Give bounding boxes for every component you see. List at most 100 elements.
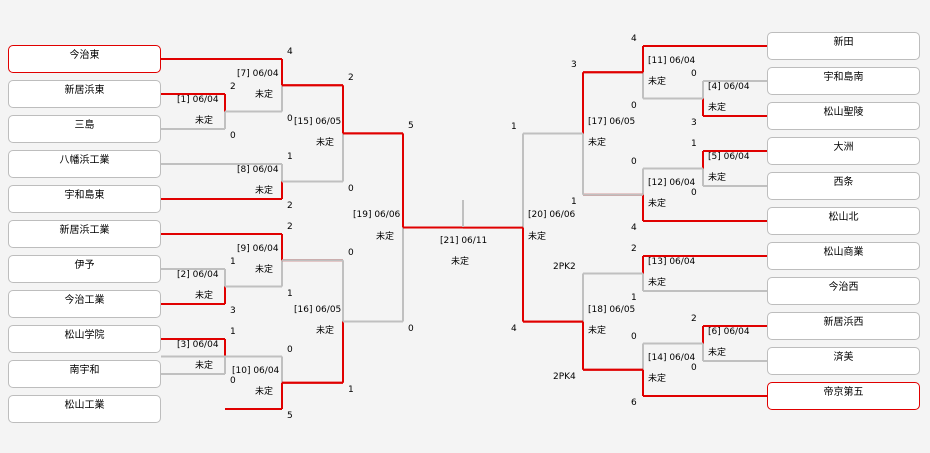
m5-score-bottom: 0: [691, 188, 697, 198]
m7-status: 未定: [255, 90, 274, 100]
m8-label: [8] 06/04: [237, 165, 279, 175]
m20-score-bottom: 4: [511, 323, 517, 334]
m3-status: 未定: [195, 361, 214, 371]
team-left-6[interactable]: 新居浜工業: [8, 220, 161, 248]
m17-label: [17] 06/05: [588, 117, 636, 127]
m17-score-bottom: 1: [571, 196, 577, 207]
m9-label: [9] 06/04: [237, 244, 279, 254]
m2-label: [2] 06/04: [177, 270, 219, 280]
team-right-4[interactable]: 大洲: [767, 137, 920, 165]
m17-score-top: 3: [571, 60, 577, 71]
m13-score-bottom: 1: [631, 293, 637, 303]
m7-score-bottom: 0: [287, 113, 293, 124]
team-right-11[interactable]: 帝京第五: [767, 382, 920, 410]
m1-label: [1] 06/04: [177, 95, 219, 105]
m16-status: 未定: [316, 326, 335, 336]
m2-score-top: 1: [230, 257, 236, 267]
m12-score-top: 0: [631, 156, 637, 167]
m9-score-top: 2: [287, 222, 293, 232]
m3-score-bottom: 0: [230, 376, 236, 386]
m7-label: [7] 06/04: [237, 69, 279, 79]
m13-status: 未定: [648, 278, 667, 288]
m8-score-bottom: 2: [287, 201, 293, 211]
m21-label: [21] 06/11: [440, 236, 488, 246]
m6-score-bottom: 0: [691, 363, 697, 373]
m11-score-bottom: 0: [631, 100, 637, 111]
team-right-9[interactable]: 新居浜西: [767, 312, 920, 340]
team-left-4[interactable]: 八幡浜工業: [8, 150, 161, 178]
m20-status: 未定: [528, 232, 547, 242]
m14-score-top: 0: [631, 331, 637, 342]
team-right-2[interactable]: 宇和島南: [767, 67, 920, 95]
m15-score-bottom: 0: [348, 183, 354, 194]
m10-score-top: 0: [287, 344, 293, 355]
team-left-3[interactable]: 三島: [8, 115, 161, 143]
m15-status: 未定: [316, 138, 335, 148]
m14-score-bottom: 6: [631, 398, 637, 408]
team-right-8[interactable]: 今治西: [767, 277, 920, 305]
m18-score-bottom: 2PK4: [553, 371, 576, 382]
team-right-7[interactable]: 松山商業: [767, 242, 920, 270]
team-right-3[interactable]: 松山聖陵: [767, 102, 920, 130]
team-right-5[interactable]: 西条: [767, 172, 920, 200]
m17-status: 未定: [588, 138, 607, 148]
m8-score-top: 1: [287, 152, 293, 162]
team-left-8[interactable]: 今治工業: [8, 290, 161, 318]
m1-status: 未定: [195, 116, 214, 126]
m13-label: [13] 06/04: [648, 257, 696, 267]
m18-status: 未定: [588, 326, 607, 336]
m20-score-top: 1: [511, 121, 517, 132]
m19-score-top: 5: [408, 121, 414, 132]
m15-score-top: 2: [348, 73, 354, 84]
m16-score-bottom: 1: [348, 384, 354, 395]
m6-label: [6] 06/04: [708, 327, 750, 337]
m21-status: 未定: [451, 257, 470, 267]
team-left-7[interactable]: 伊予: [8, 255, 161, 283]
team-right-10[interactable]: 済美: [767, 347, 920, 375]
m15-label: [15] 06/05: [294, 117, 342, 127]
m3-score-top: 1: [230, 327, 236, 337]
m18-label: [18] 06/05: [588, 305, 636, 315]
m10-status: 未定: [255, 387, 274, 397]
m11-label: [11] 06/04: [648, 56, 696, 66]
m9-score-bottom: 1: [287, 288, 293, 299]
m6-status: 未定: [708, 348, 727, 358]
m5-score-top: 1: [691, 139, 697, 149]
m4-score-bottom: 3: [691, 118, 697, 128]
m16-label: [16] 06/05: [294, 305, 342, 315]
m6-score-top: 2: [691, 314, 697, 324]
team-right-6[interactable]: 松山北: [767, 207, 920, 235]
team-left-5[interactable]: 宇和島東: [8, 185, 161, 213]
m19-label: [19] 06/06: [353, 210, 401, 220]
team-left-11[interactable]: 松山工業: [8, 395, 161, 423]
m19-status: 未定: [376, 232, 395, 242]
m20-label: [20] 06/06: [528, 210, 576, 220]
m2-score-bottom: 3: [230, 306, 236, 316]
m12-label: [12] 06/04: [648, 178, 696, 188]
m12-status: 未定: [648, 199, 667, 209]
m9-status: 未定: [255, 265, 274, 275]
m11-status: 未定: [648, 77, 667, 87]
m4-score-top: 0: [691, 69, 697, 79]
team-right-1[interactable]: 新田: [767, 32, 920, 60]
team-left-10[interactable]: 南宇和: [8, 360, 161, 388]
m7-score-top: 4: [287, 47, 293, 57]
m2-status: 未定: [195, 291, 214, 301]
m11-score-top: 4: [631, 34, 637, 44]
m14-label: [14] 06/04: [648, 353, 696, 363]
m14-status: 未定: [648, 374, 667, 384]
m16-score-top: 0: [348, 248, 354, 259]
team-left-1[interactable]: 今治東: [8, 45, 161, 73]
team-left-9[interactable]: 松山学院: [8, 325, 161, 353]
m1-score-top: 2: [230, 82, 236, 92]
m8-status: 未定: [255, 186, 274, 196]
m5-label: [5] 06/04: [708, 152, 750, 162]
m1-score-bottom: 0: [230, 131, 236, 141]
team-left-2[interactable]: 新居浜東: [8, 80, 161, 108]
m4-label: [4] 06/04: [708, 82, 750, 92]
m10-label: [10] 06/04: [232, 366, 280, 376]
m18-score-top: 2PK2: [553, 261, 576, 272]
m19-score-bottom: 0: [408, 323, 414, 334]
m4-status: 未定: [708, 103, 727, 113]
